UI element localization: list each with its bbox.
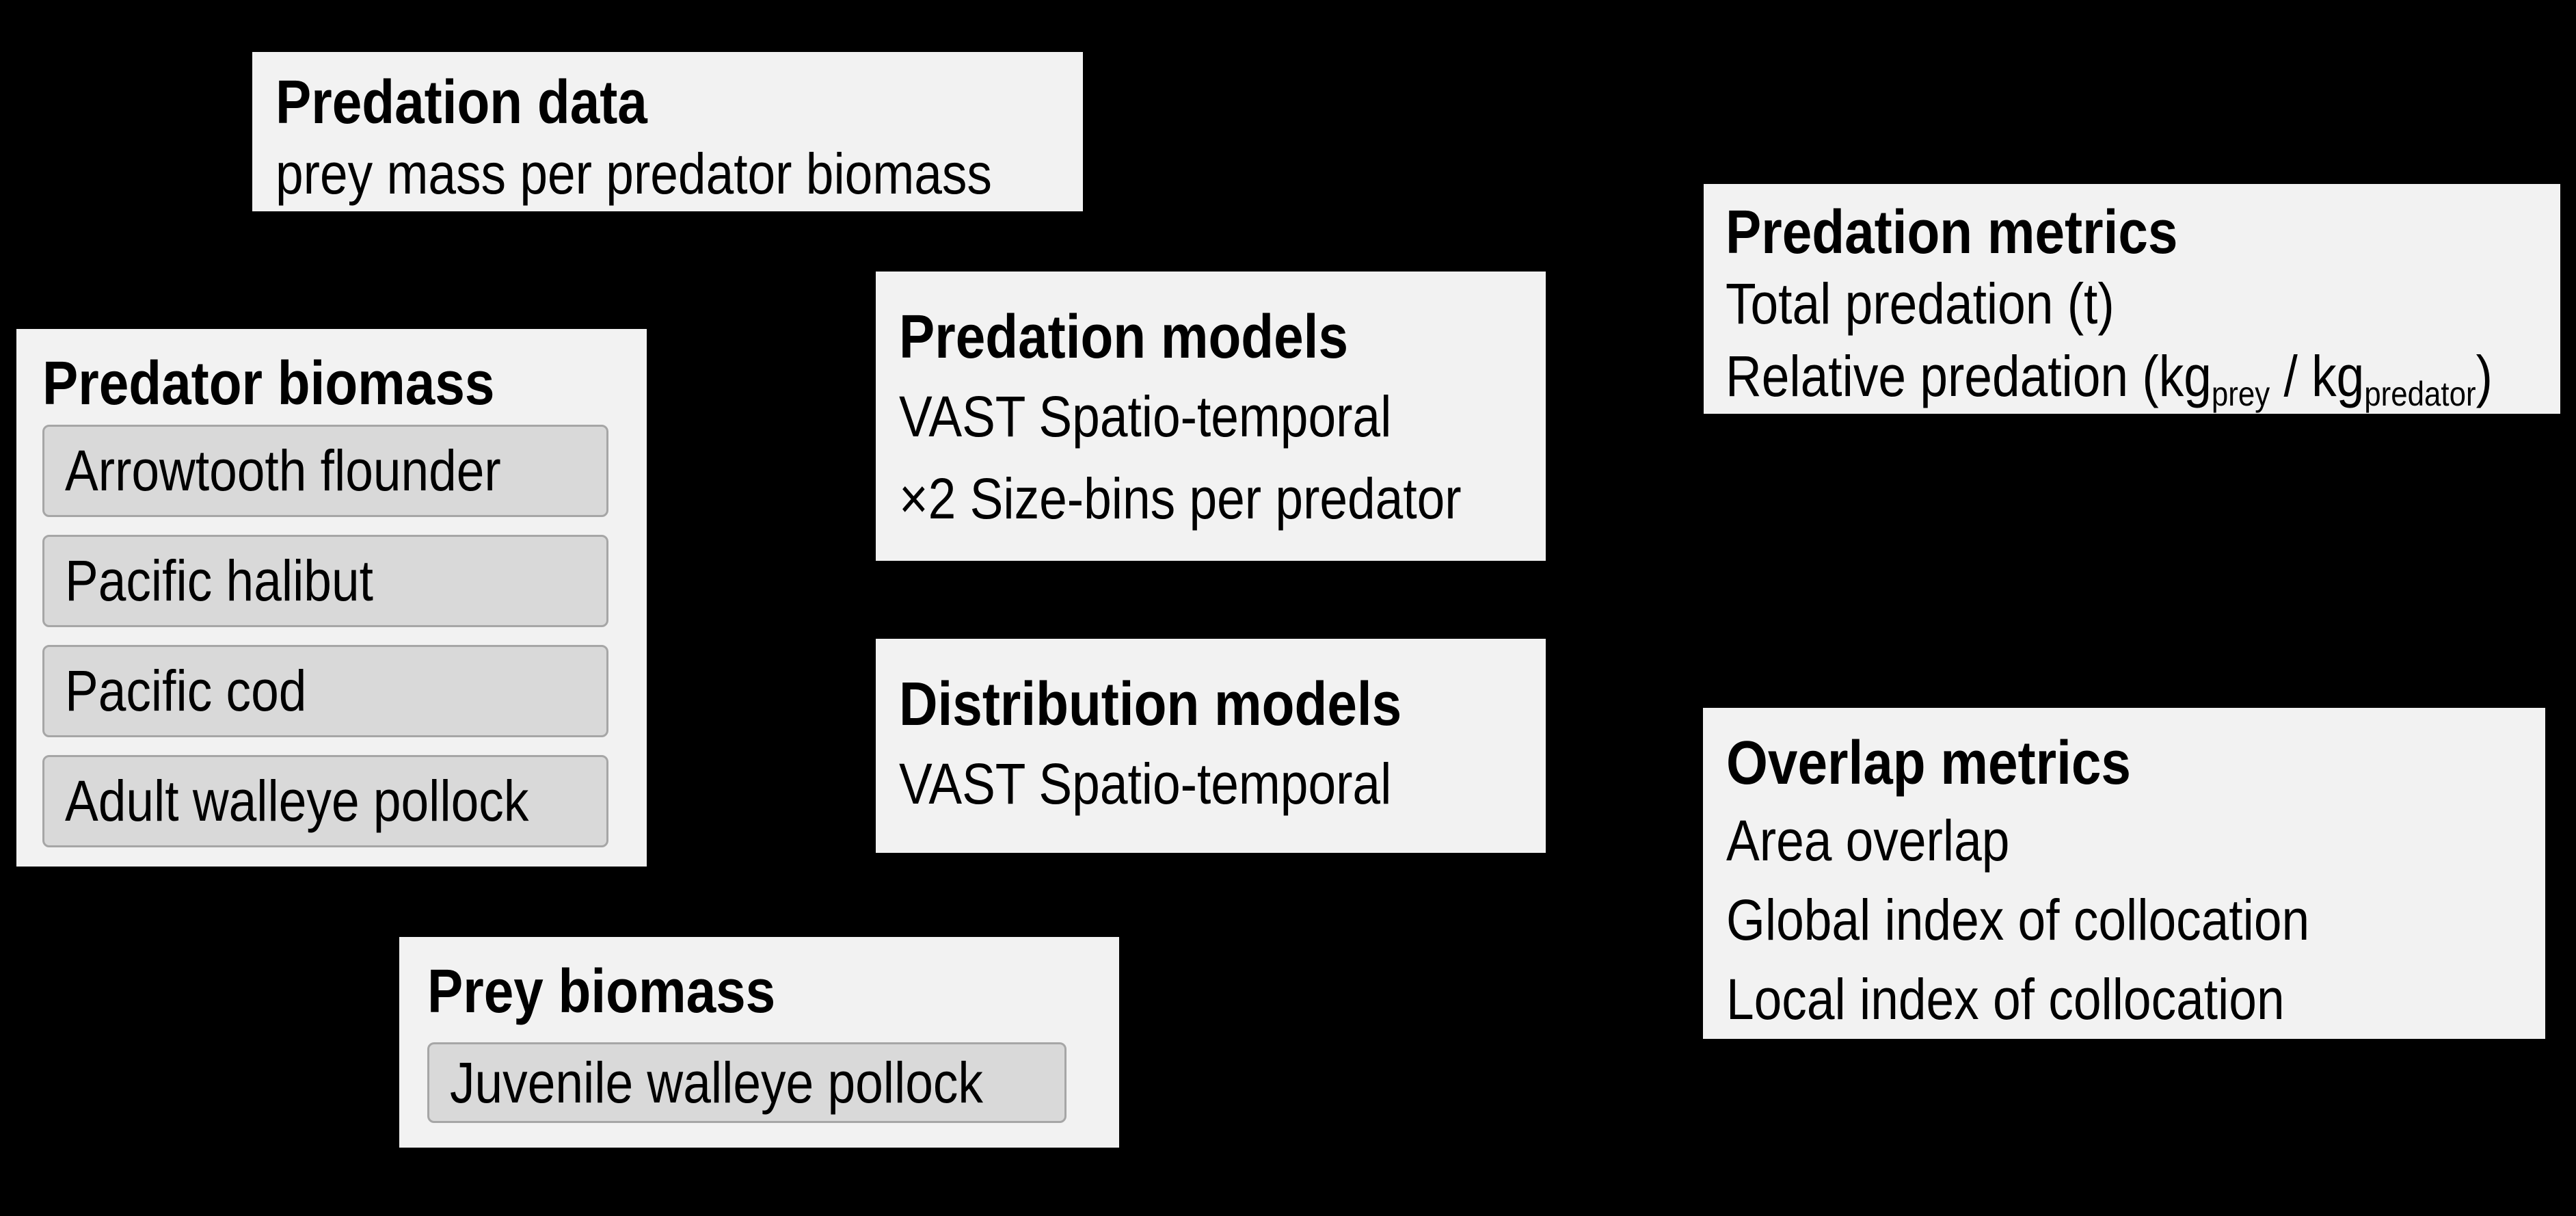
- predation-data-subtitle: prey mass per predator biomass: [276, 142, 992, 206]
- overlap-metrics-line-area: Area overlap: [1726, 808, 2010, 873]
- prey-chip-juvenile-walleye-pollock: Juvenile walleye pollock: [427, 1042, 1066, 1123]
- predator-chip-label: Pacific cod: [65, 659, 307, 723]
- predation-models-title: Predation models: [899, 303, 1348, 371]
- predator-chip-pacific-cod: Pacific cod: [42, 645, 608, 737]
- prey-biomass-box: Prey biomass Juvenile walleye pollock: [399, 937, 1119, 1148]
- predator-chip-label: Adult walleye pollock: [65, 769, 529, 833]
- predation-data-title: Predation data: [276, 68, 647, 137]
- relative-line-part3: ): [2476, 344, 2493, 408]
- predation-metrics-title: Predation metrics: [1726, 198, 2178, 267]
- predator-biomass-title: Predator biomass: [42, 349, 495, 418]
- predation-models-line-sizebins: ×2 Size-bins per predator: [899, 466, 1462, 531]
- predator-chip-label: Pacific halibut: [65, 548, 373, 613]
- overlap-metrics-box: Overlap metrics Area overlap Global inde…: [1703, 708, 2545, 1039]
- predation-models-line-vast: VAST Spatio-temporal: [899, 384, 1392, 449]
- distribution-models-box: Distribution models VAST Spatio-temporal: [876, 639, 1546, 853]
- distribution-models-title: Distribution models: [899, 670, 1402, 739]
- relative-line-sub-predator: predator: [2364, 374, 2476, 414]
- predator-chip-arrowtooth-flounder: Arrowtooth flounder: [42, 425, 608, 517]
- predator-chip-adult-walleye-pollock: Adult walleye pollock: [42, 755, 608, 847]
- predation-metrics-total-line: Total predation (t): [1726, 272, 2115, 336]
- predator-biomass-box: Predator biomass Arrowtooth flounder Pac…: [16, 329, 647, 867]
- relative-line-sub-prey: prey: [2211, 374, 2270, 414]
- predation-data-box: Predation data prey mass per predator bi…: [252, 52, 1083, 211]
- predation-metrics-relative-line: Relative predation (kgprey / kgpredator): [1726, 340, 2493, 412]
- distribution-models-line-vast: VAST Spatio-temporal: [899, 752, 1392, 816]
- overlap-metrics-line-local: Local index of collocation: [1726, 967, 2285, 1031]
- predator-chip-label: Arrowtooth flounder: [65, 438, 501, 503]
- relative-line-part2: / kg: [2270, 344, 2365, 408]
- relative-line-part1: Relative predation (kg: [1726, 344, 2212, 408]
- overlap-metrics-line-global: Global index of collocation: [1726, 888, 2310, 952]
- predation-metrics-box: Predation metrics Total predation (t) Re…: [1704, 184, 2560, 414]
- predation-models-box: Predation models VAST Spatio-temporal ×2…: [876, 272, 1546, 561]
- prey-biomass-title: Prey biomass: [427, 957, 776, 1026]
- predator-chip-pacific-halibut: Pacific halibut: [42, 535, 608, 627]
- overlap-metrics-title: Overlap metrics: [1726, 729, 2131, 797]
- prey-chip-label: Juvenile walleye pollock: [450, 1050, 983, 1115]
